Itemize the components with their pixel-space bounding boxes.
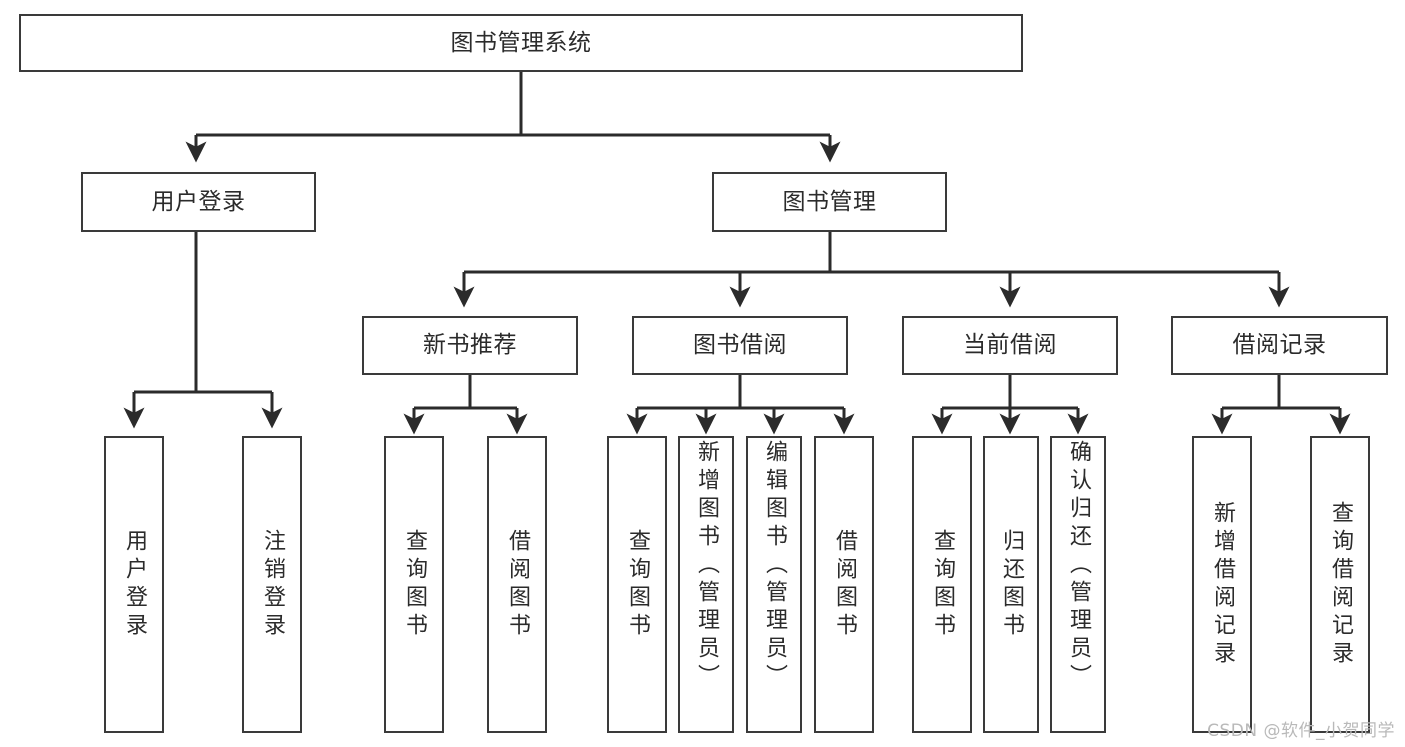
node-label: 用户登录 <box>122 528 147 641</box>
node-leaf-user-login[interactable]: 用户登录 <box>104 436 164 733</box>
node-leaf-query-book-borrow[interactable]: 查询图书 <box>607 436 667 733</box>
node-label: 图书管理系统 <box>450 29 592 56</box>
node-borrow-record[interactable]: 借阅记录 <box>1171 316 1388 375</box>
node-label: 图书管理 <box>782 188 877 215</box>
node-book-borrow[interactable]: 图书借阅 <box>632 316 848 375</box>
node-book-management[interactable]: 图书管理 <box>712 172 947 232</box>
node-label: 新增图书（管理员） <box>694 440 719 692</box>
node-leaf-query-borrow-record[interactable]: 查询借阅记录 <box>1310 436 1370 733</box>
node-leaf-borrow-book-recommend[interactable]: 借阅图书 <box>487 436 547 733</box>
node-leaf-return-book[interactable]: 归还图书 <box>983 436 1039 733</box>
node-label: 当前借阅 <box>963 332 1057 358</box>
node-label: 查询借阅记录 <box>1328 500 1353 669</box>
node-label: 查询图书 <box>625 528 650 641</box>
node-label: 查询图书 <box>930 528 955 641</box>
node-leaf-logout[interactable]: 注销登录 <box>242 436 302 733</box>
node-leaf-borrow-book[interactable]: 借阅图书 <box>814 436 874 733</box>
node-leaf-edit-book-admin[interactable]: 编辑图书（管理员） <box>746 436 802 733</box>
node-label: 确认归还（管理员） <box>1066 440 1091 692</box>
node-label: 归还图书 <box>999 528 1024 641</box>
node-leaf-add-book-admin[interactable]: 新增图书（管理员） <box>678 436 734 733</box>
node-label: 用户登录 <box>151 188 246 215</box>
node-label: 图书借阅 <box>693 332 787 358</box>
node-leaf-query-book-recommend[interactable]: 查询图书 <box>384 436 444 733</box>
node-label: 借阅记录 <box>1232 332 1327 358</box>
node-label: 新书推荐 <box>423 332 517 358</box>
node-root-system[interactable]: 图书管理系统 <box>19 14 1023 72</box>
node-user-login[interactable]: 用户登录 <box>81 172 316 232</box>
node-label: 借阅图书 <box>505 528 530 641</box>
watermark-text: CSDN @软件_小贺同学 <box>1207 721 1395 741</box>
node-label: 借阅图书 <box>832 528 857 641</box>
node-label: 注销登录 <box>260 528 285 641</box>
node-label: 新增借阅记录 <box>1210 500 1235 669</box>
node-label: 查询图书 <box>402 528 427 641</box>
node-current-borrow[interactable]: 当前借阅 <box>902 316 1118 375</box>
node-new-book-recommend[interactable]: 新书推荐 <box>362 316 578 375</box>
node-label: 编辑图书（管理员） <box>762 440 787 692</box>
node-leaf-confirm-return-admin[interactable]: 确认归还（管理员） <box>1050 436 1106 733</box>
node-leaf-add-borrow-record[interactable]: 新增借阅记录 <box>1192 436 1252 733</box>
node-leaf-query-book-current[interactable]: 查询图书 <box>912 436 972 733</box>
